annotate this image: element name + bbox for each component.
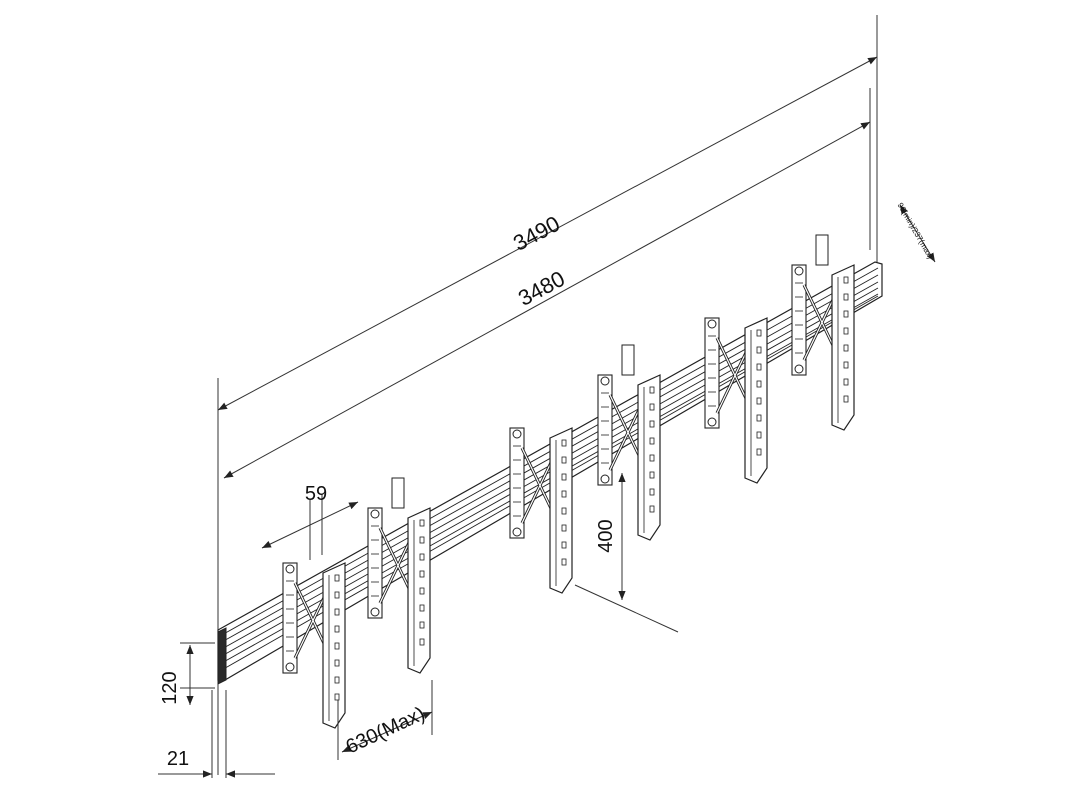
dimension-59 [261,494,359,560]
dimension-3480 [223,88,871,479]
dimension-3490-label: 3490 [509,211,564,256]
brackets-group [282,234,855,729]
bracket-assembly [282,562,346,729]
dimension-3480-text: 3480 [514,266,569,311]
dimension-120 [180,642,215,705]
dimension-120-label: 120 [159,671,181,704]
dimension-400-label: 400 [595,519,617,552]
dimension-depth-label: 96(min)/237(max) [895,201,935,260]
bracket-assembly [509,427,573,594]
bracket-assembly [791,234,855,431]
dimension-630-label: 630(Max) [343,703,429,759]
dimension-21 [158,690,275,778]
dimension-21-label: 21 [167,748,189,770]
bracket-assembly [597,344,661,541]
dimension-400 [574,473,679,633]
bracket-assembly [367,477,431,674]
dimension-depth [899,204,936,263]
dimension-630 [337,680,433,760]
bracket-assembly [704,317,768,484]
dimension-59-label: 59 [305,483,327,505]
dimension-3490 [217,15,878,775]
